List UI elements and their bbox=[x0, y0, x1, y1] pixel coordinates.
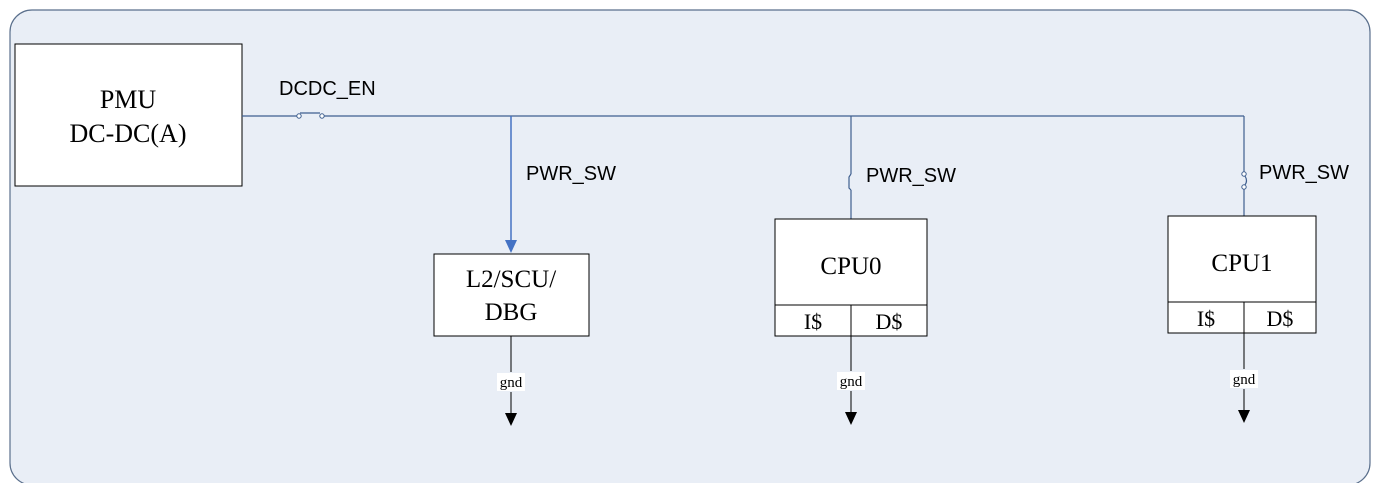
cpu1-title: CPU1 bbox=[1211, 250, 1272, 277]
cpu1-switch-contact-bottom bbox=[1241, 184, 1247, 190]
cpu0-title: CPU0 bbox=[820, 253, 881, 280]
cpu0-gnd-arrow bbox=[845, 412, 857, 425]
cpu1-block bbox=[1167, 215, 1317, 334]
l2-feed-arrow bbox=[505, 240, 517, 253]
l2-gnd-label: gnd bbox=[500, 375, 523, 391]
cpu1-branch: PWR_SW CPU1 I$ D$ gnd bbox=[1167, 116, 1349, 423]
dcdc-en-label: DCDC_EN bbox=[279, 78, 376, 100]
dcdc-switch-contact-left bbox=[296, 113, 302, 119]
l2-block bbox=[433, 253, 590, 337]
l2-title: L2/SCU/ bbox=[466, 266, 556, 293]
dcdc-switch-contact-right bbox=[319, 113, 325, 119]
cpu0-power-switch bbox=[848, 173, 852, 191]
l2-branch: PWR_SW L2/SCU/ DBG gnd bbox=[433, 116, 616, 426]
cpu0-gnd-label: gnd bbox=[840, 374, 863, 390]
cpu0-branch: PWR_SW CPU0 I$ D$ gnd bbox=[774, 116, 956, 425]
pmu-title: PMU bbox=[100, 85, 157, 114]
cpu0-pwr-sw-label: PWR_SW bbox=[866, 165, 956, 187]
l2-subtitle: DBG bbox=[485, 299, 538, 326]
pmu-block: PMU DC-DC(A) bbox=[14, 43, 243, 187]
l2-pwr-sw-label: PWR_SW bbox=[526, 163, 616, 185]
cpu1-gnd-arrow bbox=[1238, 410, 1250, 423]
cpu1-dcache: D$ bbox=[1267, 306, 1294, 331]
cpu1-pwr-sw-label: PWR_SW bbox=[1259, 162, 1349, 184]
cpu0-icache: I$ bbox=[804, 309, 822, 334]
diagram-panel bbox=[9, 9, 1371, 483]
cpu1-power-switch bbox=[1244, 175, 1248, 186]
cpu0-dcache: D$ bbox=[876, 309, 903, 334]
l2-gnd-arrow bbox=[505, 413, 517, 426]
pmu-subtitle: DC-DC(A) bbox=[70, 119, 187, 148]
main-bus: DCDC_EN bbox=[242, 78, 1244, 119]
cpu1-gnd-label: gnd bbox=[1233, 372, 1256, 388]
cpu1-icache: I$ bbox=[1197, 306, 1215, 331]
cpu1-switch-contact-top bbox=[1241, 171, 1247, 177]
